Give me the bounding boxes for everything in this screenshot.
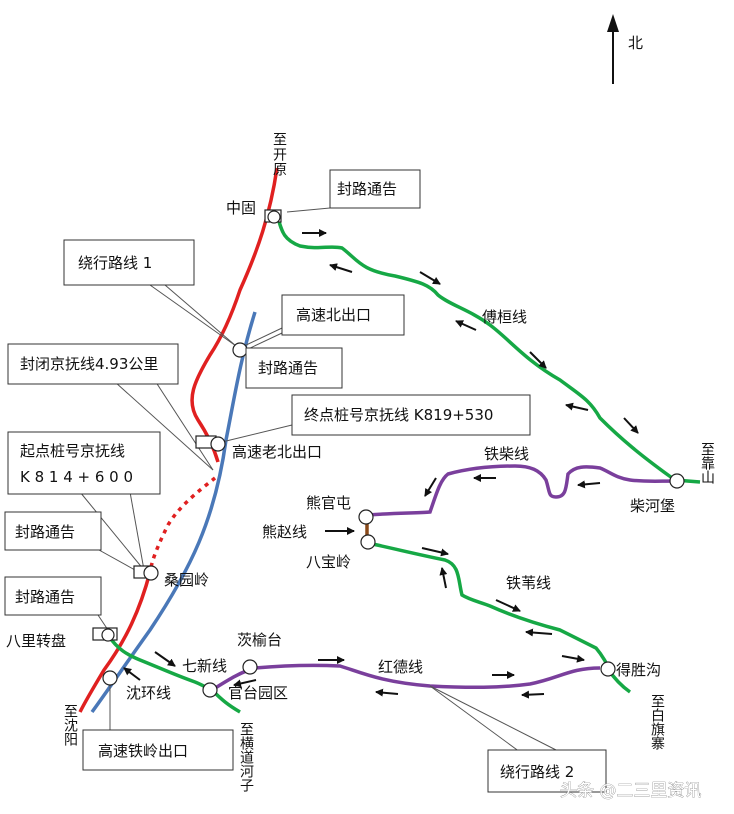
svg-text:封路通告: 封路通告	[258, 359, 318, 377]
callout-detour-2: 绕行路线 2	[487, 749, 607, 793]
road-shenhuan-label: 沈环线	[126, 684, 171, 702]
callout-end-point: 终点桩号京抚线 K819+530	[291, 394, 531, 436]
place-deshenggou: 得胜沟	[616, 661, 661, 679]
svg-text:封路通告: 封路通告	[337, 180, 397, 198]
tiewei-road	[367, 541, 612, 673]
place-old-north-exit: 高速老北出口	[232, 443, 322, 461]
direction-baiqizhai: 至白旗寨	[649, 694, 665, 750]
road-hongde-label: 红德线	[378, 658, 423, 676]
callout-tieling-exit: 高速铁岭出口	[82, 729, 234, 771]
place-xiongguantun: 熊官屯	[306, 494, 351, 512]
place-balizhuanpan: 八里转盘	[6, 632, 66, 650]
place-guantaiyuanqu: 官台园区	[228, 684, 288, 702]
node-markers	[92, 209, 685, 698]
svg-text:封路通告: 封路通告	[15, 588, 75, 606]
svg-text:K 8 1 4 + 6 0 0: K 8 1 4 + 6 0 0	[20, 468, 133, 486]
direction-kaiyuan: 至开原	[271, 132, 287, 177]
callout-start-point: 起点桩号京抚线 K 8 1 4 + 6 0 0	[7, 431, 161, 495]
north-label: 北	[628, 34, 643, 52]
svg-text:绕行路线 2: 绕行路线 2	[500, 763, 574, 781]
jingfu-road-south	[78, 571, 152, 713]
callout-closed-length: 封闭京抚线4.93公里	[7, 343, 179, 385]
place-babaoling: 八宝岭	[306, 553, 351, 571]
watermark: 头条 @二三里资讯	[560, 781, 701, 801]
svg-text:高速北出口: 高速北出口	[296, 306, 371, 324]
svg-text:绕行路线 1: 绕行路线 1	[78, 254, 152, 272]
svg-text:起点桩号京抚线: 起点桩号京抚线	[20, 442, 125, 460]
road-qixin-label: 七新线	[182, 657, 227, 675]
road-fuhuan-label: 傅桓线	[482, 308, 527, 326]
jingfu-road-closed	[148, 476, 217, 573]
jingfu-road-north	[190, 167, 279, 463]
place-zhonggu: 中固	[226, 199, 256, 217]
callout-closure-top: 封路通告	[329, 169, 421, 209]
highway-road	[90, 311, 257, 714]
callout-leaders	[79, 207, 561, 753]
place-sangyuanling: 桑园岭	[164, 571, 209, 589]
callout-highway-north-exit: 高速北出口	[281, 294, 405, 336]
traffic-arrows	[123, 229, 639, 699]
callout-closure-bottom: 封路通告	[4, 576, 102, 616]
place-ciyutai: 茨榆台	[237, 631, 282, 649]
svg-text:高速铁岭出口: 高速铁岭出口	[98, 742, 188, 760]
road-tiechai-label: 铁柴线	[484, 445, 529, 463]
svg-text:终点桩号京抚线 K819+530: 终点桩号京抚线 K819+530	[304, 406, 493, 424]
fuhuan-road	[276, 217, 701, 484]
north-arrow	[607, 14, 619, 84]
place-chaihepu: 柴河堡	[630, 497, 675, 515]
tiechai-road	[365, 464, 677, 517]
callout-detour-1: 绕行路线 1	[63, 239, 195, 286]
callout-closure-left: 封路通告	[4, 511, 102, 551]
road-tiewei-label: 铁苇线	[506, 574, 551, 592]
direction-hengdaohezi: 至横道河子	[238, 722, 254, 792]
svg-text:封闭京抚线4.93公里: 封闭京抚线4.93公里	[20, 355, 158, 373]
shenhuan-road	[106, 634, 241, 714]
road-xiongzhao-label: 熊赵线	[262, 523, 307, 541]
callout-closure-mid: 封路通告	[245, 347, 343, 389]
direction-shenyang: 至沈阳	[62, 704, 78, 746]
direction-kaoshan: 至靠山	[699, 442, 715, 484]
svg-text:封路通告: 封路通告	[15, 523, 75, 541]
